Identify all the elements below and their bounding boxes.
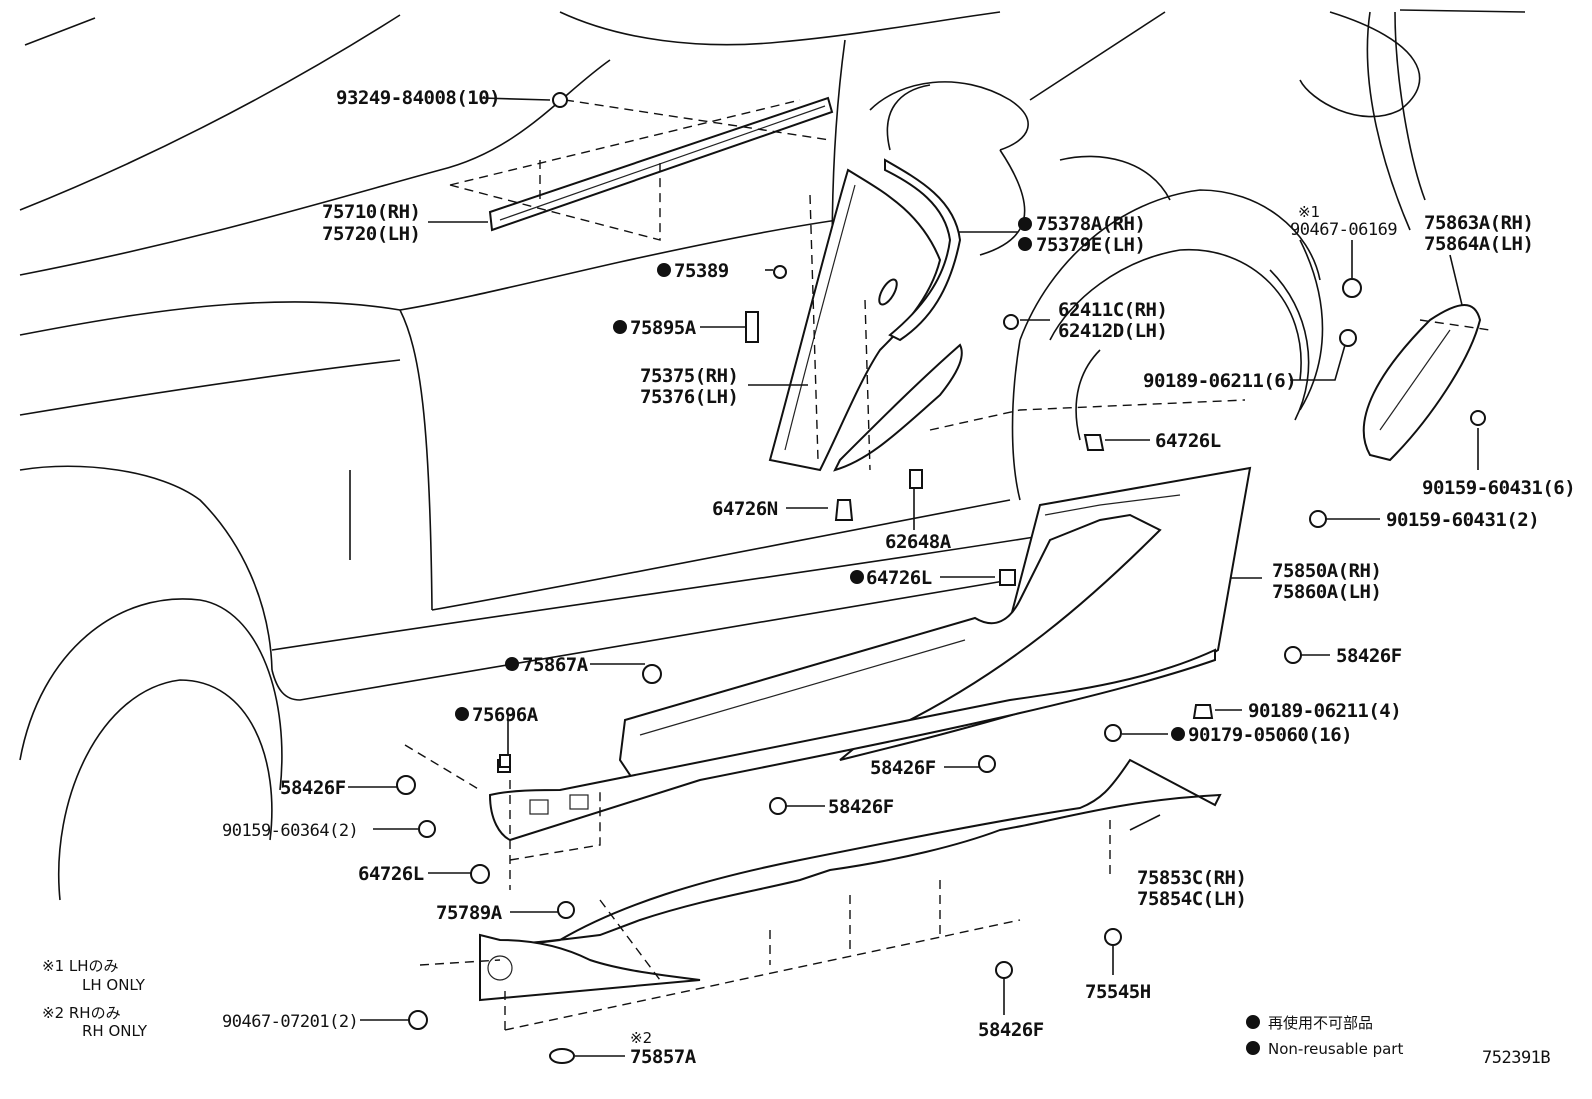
legend-note2-jp: ※2 RHのみ (42, 1004, 121, 1022)
label-90467-06169: 90467-06169 (1290, 220, 1397, 240)
label-75850a-rh: 75850A(RH) (1272, 560, 1381, 582)
nonreusable-markers (455, 217, 1260, 1055)
label-75895a: 75895A (630, 317, 697, 339)
label-75789a: 75789A (436, 902, 503, 924)
side-step-part (404, 648, 1216, 890)
label-75863a-rh: 75863A(RH) (1424, 212, 1533, 234)
legend-note2-en: RH ONLY (82, 1022, 148, 1040)
label-75853c-rh: 75853C(RH) (1137, 867, 1246, 889)
label-75857a: 75857A (630, 1046, 697, 1068)
legend-note1-jp: ※1 LHのみ (42, 957, 119, 975)
label-64726n: 64726N (712, 498, 778, 520)
quarter-panel-part (768, 158, 1246, 472)
label-75389: 75389 (674, 260, 729, 282)
label-75696a: 75696A (472, 704, 539, 726)
floor-cover-part (419, 758, 1222, 1031)
label-75864a-lh: 75864A(LH) (1424, 233, 1533, 255)
label-75720-lh: 75720(LH) (322, 223, 420, 245)
label-58426f-e: 58426F (978, 1019, 1044, 1041)
label-62412d-lh: 62412D(LH) (1058, 320, 1167, 342)
note2-mark-75857a: ※2 (630, 1029, 652, 1047)
label-58426f-b: 58426F (280, 777, 346, 799)
legend-nonreusable-jp: 再使用不可部品 (1268, 1014, 1373, 1032)
label-93249-84008: 93249-84008(10) (336, 87, 500, 109)
label-75710-rh: 75710(RH) (322, 201, 420, 223)
label-64726l-b: 64726L (866, 567, 932, 589)
diagram-code: 752391B (1482, 1048, 1550, 1068)
legend-nonreusable-en: Non-reusable part (1268, 1040, 1403, 1058)
label-58426f-a: 58426F (1336, 645, 1402, 667)
label-75854c-lh: 75854C(LH) (1137, 888, 1246, 910)
label-90179-05060-16: 90179-05060(16) (1188, 724, 1352, 746)
label-75376-lh: 75376(LH) (640, 386, 738, 408)
label-58426f-c: 58426F (870, 757, 936, 779)
car-body-outline (19, 9, 1526, 901)
label-75379e-lh: 75379E(LH) (1036, 234, 1145, 256)
label-90189-06211-6: 90189-06211(6) (1143, 370, 1296, 392)
mudflap-part (1362, 304, 1491, 462)
label-62648a: 62648A (885, 531, 952, 553)
label-90159-60431-6: 90159-60431(6) (1422, 477, 1575, 499)
leader-lines (348, 97, 1479, 1057)
label-58426f-d: 58426F (828, 796, 894, 818)
note1-mark: ※1 (1298, 203, 1320, 221)
label-90159-60431-2: 90159-60431(2) (1386, 509, 1539, 531)
label-75375-rh: 75375(RH) (640, 365, 738, 387)
label-75860a-lh: 75860A(LH) (1272, 581, 1381, 603)
label-62411c-rh: 62411C(RH) (1058, 299, 1167, 321)
label-75867a: 75867A (522, 654, 589, 676)
label-90467-07201-2: 90467-07201(2) (222, 1012, 358, 1032)
label-75378a-rh: 75378A(RH) (1036, 213, 1145, 235)
belt-molding-part (449, 96, 834, 241)
legend: ※1 LHのみ LH ONLY ※2 RHのみ RH ONLY 再使用不可部品 … (42, 957, 1403, 1058)
label-90189-06211-4: 90189-06211(4) (1248, 700, 1401, 722)
label-90159-60364-2: 90159-60364(2) (222, 821, 358, 841)
fasteners (396, 92, 1486, 1064)
label-64726l-a: 64726L (1155, 430, 1221, 452)
legend-note1-en: LH ONLY (82, 976, 146, 994)
label-64726l-c: 64726L (358, 863, 424, 885)
label-75545h: 75545H (1085, 981, 1151, 1003)
